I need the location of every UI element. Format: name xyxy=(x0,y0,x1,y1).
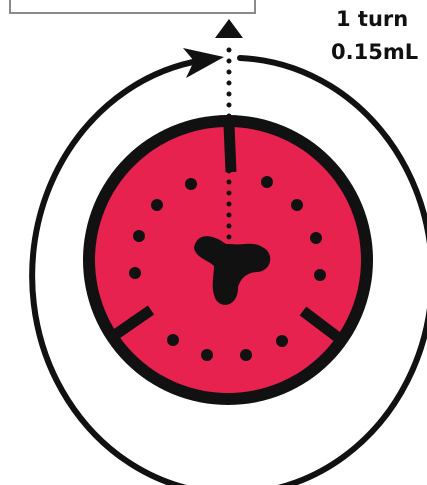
hub-shape xyxy=(194,236,271,305)
dotted-up-arrow-icon xyxy=(215,19,243,251)
indicator-arrowhead xyxy=(215,19,243,38)
tick-dot xyxy=(133,230,145,242)
frame-box xyxy=(9,0,256,14)
tick-dot xyxy=(314,269,326,281)
rotation-arrow-icon xyxy=(29,48,427,485)
tick-dot xyxy=(167,334,179,346)
dial-minor-ticks xyxy=(129,176,326,361)
tick-dot xyxy=(310,232,322,244)
tri-lobe-hub-icon xyxy=(194,236,271,305)
tick-left xyxy=(108,305,155,342)
tick-dot xyxy=(276,335,288,347)
tick-dot xyxy=(129,267,141,279)
turn-label: 1 turn xyxy=(336,7,408,31)
tick-dot xyxy=(151,199,163,211)
ring-arrowhead xyxy=(183,48,224,78)
volume-label: 0.15mL xyxy=(331,40,418,64)
tick-dot xyxy=(240,349,252,361)
tick-dot xyxy=(291,199,303,211)
tick-dot xyxy=(261,176,273,188)
outer-ring xyxy=(29,55,427,485)
tick-dot xyxy=(201,349,213,361)
tick-right xyxy=(299,306,348,347)
tick-dot xyxy=(185,178,197,190)
